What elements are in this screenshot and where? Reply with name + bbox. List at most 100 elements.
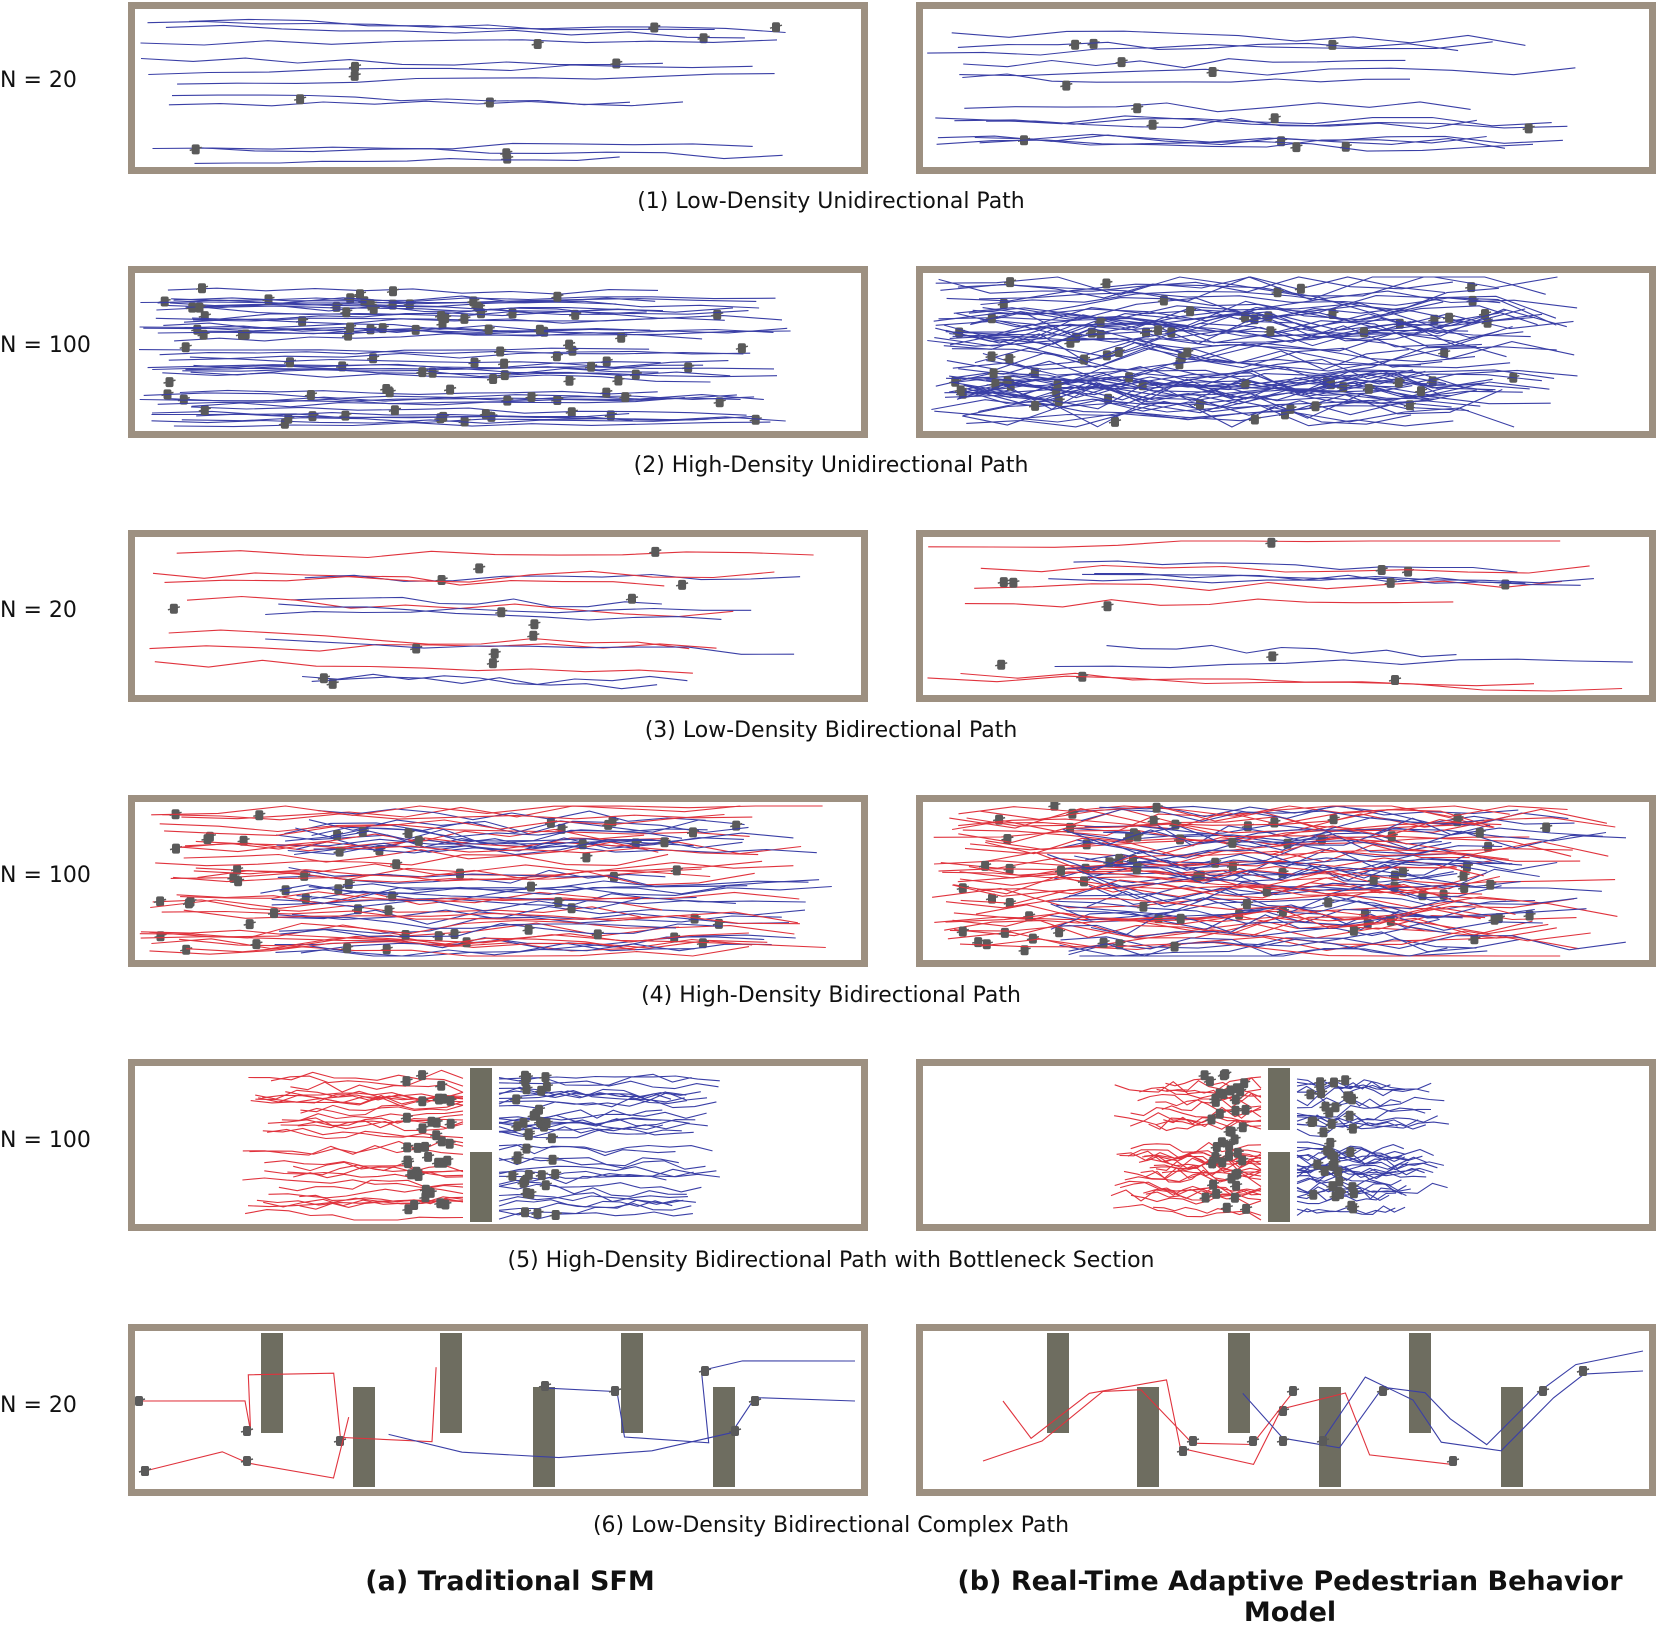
- trajectory-line: [1062, 828, 1503, 855]
- trajectory-line: [157, 296, 776, 304]
- pedestrian-agent-arm: [1333, 1190, 1346, 1195]
- trajectory-line: [1296, 1207, 1396, 1216]
- pedestrian-agent-arm: [1236, 1124, 1249, 1130]
- trajectory-line: [151, 418, 710, 424]
- obstacle-wall: [1268, 1152, 1290, 1222]
- panel-3a: [128, 530, 868, 702]
- trajectory-line: [140, 934, 826, 949]
- obstacle-wall: [261, 1333, 283, 1433]
- pedestrian-agent-arm: [1446, 1458, 1460, 1463]
- pedestrian-agent-arm: [293, 96, 307, 101]
- trajectory-line: [1074, 849, 1523, 866]
- pedestrian-agent-arm: [1003, 900, 1016, 905]
- trajectory-line: [986, 373, 1542, 393]
- pedestrian-agent-arm: [473, 565, 486, 571]
- trajectory-line: [985, 837, 1573, 855]
- pedestrian-agent-arm: [1523, 912, 1536, 918]
- pedestrian-agent-arm: [1276, 1408, 1290, 1413]
- trajectory-line: [1296, 1078, 1406, 1091]
- pedestrian-agent-arm: [1307, 1191, 1320, 1197]
- trajectory-line: [980, 564, 1590, 574]
- trajectory-line: [270, 1075, 464, 1087]
- pedestrian-agent-arm: [198, 407, 211, 412]
- pedestrian-agent-arm: [1266, 653, 1279, 659]
- pedestrian-agent-arm: [1442, 315, 1456, 320]
- pedestrian-agent-arm: [1343, 1112, 1356, 1118]
- trajectory-line: [986, 373, 1530, 390]
- trajectory-line: [943, 333, 1422, 366]
- trajectory-line: [498, 1181, 702, 1193]
- trajectory-line: [964, 101, 1471, 113]
- trajectory-line: [1296, 1116, 1449, 1129]
- pedestrian-agent-arm: [198, 313, 211, 318]
- trajectory-line: [300, 1104, 464, 1113]
- pedestrian-agent-arm: [1304, 1091, 1317, 1097]
- pedestrian-agent-arm: [1239, 381, 1252, 386]
- pedestrian-agent-arm: [1375, 567, 1388, 572]
- pedestrian-agent-arm: [419, 1186, 433, 1192]
- pedestrian-agent-arm: [1346, 1184, 1359, 1189]
- trajectory-line: [176, 550, 814, 559]
- pedestrian-agent-arm: [497, 360, 511, 366]
- pedestrian-agent-arm: [584, 364, 598, 369]
- pedestrian-agent-arm: [525, 394, 538, 399]
- pedestrian-agent-arm: [1100, 280, 1113, 286]
- pedestrian-agent-arm: [304, 392, 318, 397]
- pedestrian-agent-arm: [625, 596, 639, 601]
- trajectory-line: [147, 20, 715, 31]
- pedestrian-agent-arm: [1376, 1388, 1390, 1393]
- trajectory-line: [928, 540, 1561, 548]
- trajectory-line: [972, 297, 1557, 326]
- trajectory-line: [498, 1119, 708, 1130]
- pedestrian-agent-arm: [1209, 1154, 1222, 1159]
- trajectory-line: [1085, 845, 1448, 864]
- trajectory-line: [150, 891, 800, 909]
- pedestrian-agent-arm: [648, 24, 661, 30]
- pedestrian-agent-arm: [506, 310, 519, 316]
- pedestrian-agent-arm: [154, 933, 167, 939]
- trajectory-line: [248, 1069, 464, 1081]
- pedestrian-agent-arm: [608, 1388, 622, 1393]
- panel-4b: [916, 795, 1656, 967]
- trajectory-line: [300, 1100, 464, 1117]
- pedestrian-agent-arm: [535, 1172, 548, 1177]
- trajectory-line: [498, 1144, 713, 1153]
- pedestrian-agent-arm: [434, 1200, 447, 1206]
- pedestrian-agent-arm: [435, 1138, 448, 1144]
- pedestrian-agent-arm: [510, 1096, 523, 1102]
- pedestrian-agent-arm: [153, 898, 167, 904]
- pedestrian-agent-arm: [250, 941, 263, 946]
- pedestrian-agent-arm: [486, 376, 500, 381]
- pedestrian-agent-arm: [670, 867, 683, 873]
- pedestrian-agent-arm: [1108, 419, 1122, 424]
- pedestrian-agent-arm: [1028, 403, 1042, 408]
- pedestrian-agent-arm: [482, 326, 495, 332]
- trajectory-line: [155, 853, 669, 867]
- trajectory-line: [151, 805, 823, 816]
- trajectory-line: [983, 378, 1496, 405]
- trajectory-line: [265, 638, 795, 655]
- pedestrian-agent-arm: [518, 1072, 532, 1078]
- pedestrian-agent-arm: [340, 945, 354, 951]
- trajectory-line: [498, 1170, 720, 1179]
- pedestrian-agent-arm: [511, 1156, 524, 1161]
- trajectory-line: [1130, 1141, 1262, 1153]
- paths-1a: [140, 18, 786, 164]
- pedestrian-agent-arm: [1329, 1104, 1342, 1110]
- trajectory-line: [1296, 1096, 1445, 1109]
- trajectory-line: [299, 1194, 464, 1203]
- pedestrian-agent-arm: [1018, 947, 1031, 952]
- pedestrian-agent-arm: [1206, 1181, 1220, 1187]
- trajectory-line: [1084, 825, 1603, 846]
- panel-4a: [128, 795, 868, 967]
- pedestrian-agent-arm: [1147, 817, 1160, 823]
- pedestrian-agent-arm: [1317, 1129, 1330, 1134]
- trajectory-line: [945, 320, 1482, 348]
- pedestrian-agent-arm: [448, 931, 461, 936]
- caption-6: (6) Low-Density Bidirectional Complex Pa…: [592, 1513, 1070, 1538]
- trajectory-line: [957, 41, 1459, 52]
- trajectory-line: [265, 607, 752, 616]
- pedestrian-agent-arm: [407, 1202, 421, 1207]
- pedestrian-agent-arm: [1337, 384, 1350, 389]
- pedestrian-agent-arm: [1271, 289, 1284, 295]
